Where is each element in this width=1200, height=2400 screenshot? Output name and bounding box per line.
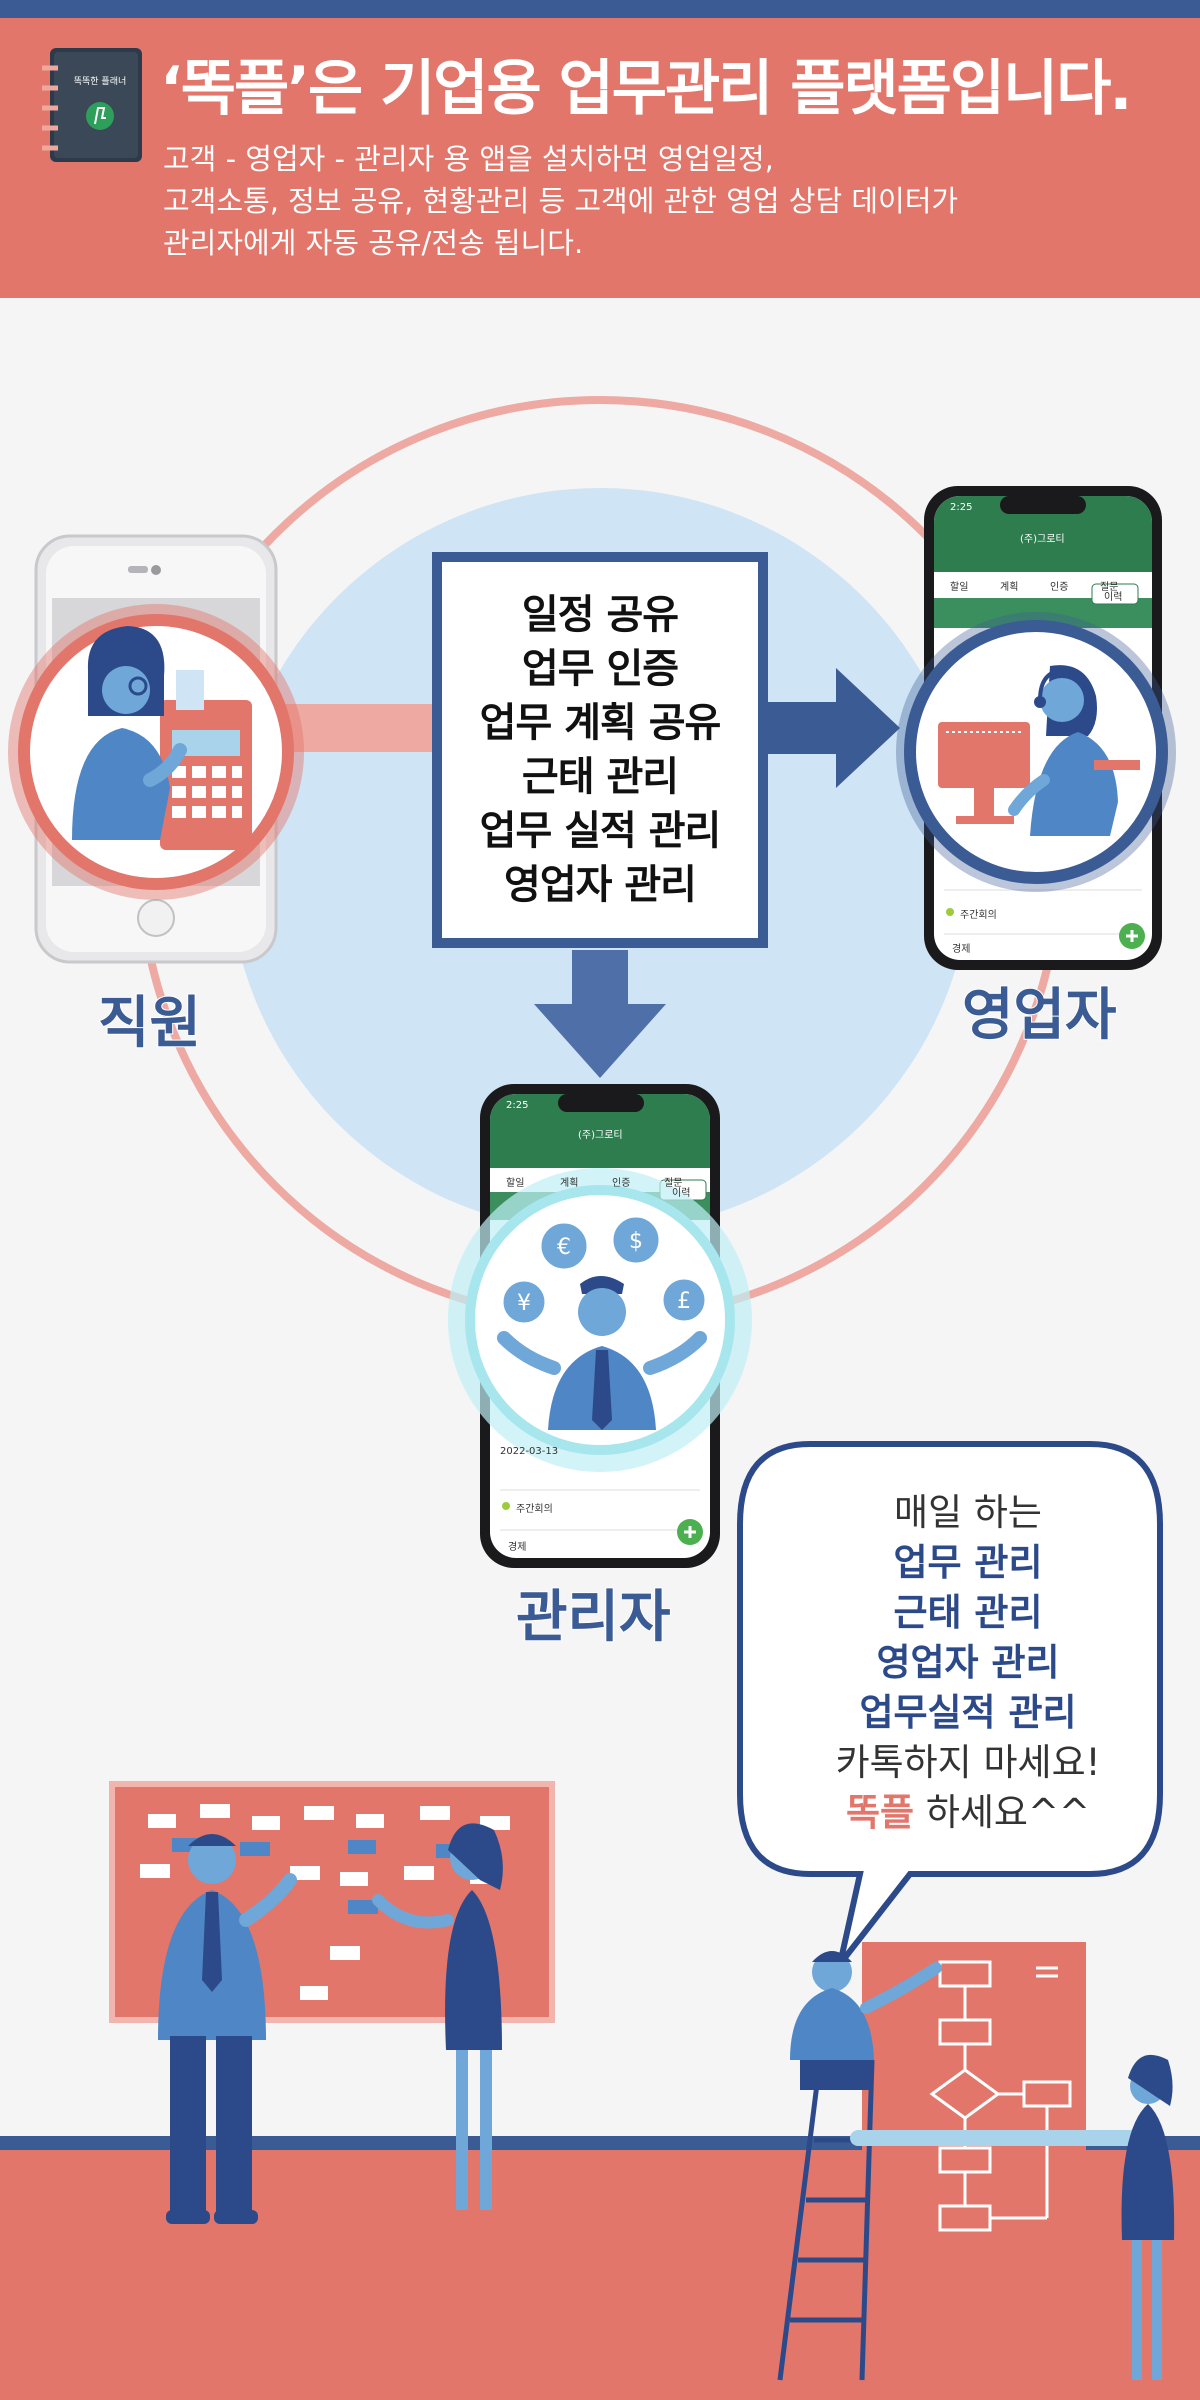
- arrow-down-icon: [534, 950, 666, 1078]
- sales-phone-tab-plan[interactable]: 계획: [1000, 582, 1019, 593]
- feature-item: 영업자 관리: [504, 862, 697, 908]
- flowchart-board-scene: [777, 1942, 1175, 2381]
- brand-name: 똑플: [846, 1791, 915, 1834]
- admin-phone-tab-todo[interactable]: 할일: [506, 1178, 525, 1189]
- svg-text:£: £: [677, 1289, 691, 1314]
- svg-text:똑똑한 플래너: 똑똑한 플래너: [74, 76, 127, 87]
- admin-avatar: € $ ¥ £: [448, 1168, 752, 1472]
- feature-item: 업무 실적 관리: [479, 808, 722, 854]
- feature-item: 근태 관리: [521, 754, 679, 800]
- role-label-sales: 영업자: [961, 982, 1118, 1049]
- sales-avatar: [896, 612, 1176, 892]
- top-accent-bar: [0, 0, 1200, 18]
- planning-board-scene: [109, 1781, 555, 2224]
- bubble-line-brand: 똑플 하세요^^: [846, 1788, 1090, 1838]
- admin-phone-history-button[interactable]: 이력: [672, 1188, 691, 1199]
- feature-item: 업무 인증: [521, 646, 679, 692]
- planner-logo-icon: 똑똑한 플래너: [41, 48, 142, 162]
- header-description: 고객 - 영업자 - 관리자 용 앱을 설치하면 영업일정, 고객소통, 정보 …: [163, 138, 1153, 264]
- svg-text:€: €: [557, 1235, 571, 1260]
- admin-phone-company: (주)그로티: [578, 1130, 623, 1141]
- arrow-right-icon: [768, 668, 900, 788]
- admin-phone-tab-auth[interactable]: 인증: [612, 1178, 631, 1189]
- sales-phone-time: 2:25: [950, 502, 973, 513]
- feature-item: 업무 계획 공유: [479, 700, 722, 746]
- svg-text:$: $: [629, 1229, 643, 1254]
- sales-phone-footer: 경제: [952, 944, 971, 955]
- description-line: 관리자에게 자동 공유/전송 됩니다.: [163, 226, 584, 260]
- role-label-admin: 관리자: [515, 1584, 672, 1651]
- bubble-line: 영업자 관리: [876, 1641, 1060, 1684]
- admin-phone-footer: 경제: [508, 1542, 527, 1553]
- bubble-line: 업무 관리: [893, 1541, 1043, 1584]
- sales-phone-tab-auth[interactable]: 인증: [1050, 582, 1069, 593]
- sales-phone-history-button[interactable]: 이력: [1104, 592, 1123, 603]
- page-title: ‘똑플’은 기업용 업무관리 플랫폼입니다.: [160, 54, 1132, 124]
- admin-phone-meeting: 주간회의: [516, 1504, 553, 1515]
- sales-phone-tab-todo[interactable]: 할일: [950, 582, 969, 593]
- sales-phone-meeting: 주간회의: [960, 910, 997, 921]
- speech-bubble: 매일 하는 업무 관리 근태 관리 영업자 관리 업무실적 관리 카톡하지 마세…: [784, 1448, 1152, 1878]
- sales-phone-tab-question[interactable]: 질문: [1100, 582, 1119, 593]
- bubble-line: 카톡하지 마세요!: [835, 1741, 1101, 1784]
- header-banner: 똑똑한 플래너 ‘똑플’은 기업용 업무관리 플랫폼입니다. 고객 - 영업자 …: [0, 18, 1200, 298]
- svg-text:¥: ¥: [517, 1291, 531, 1316]
- bubble-line: 매일 하는: [894, 1491, 1042, 1534]
- feature-item: 일정 공유: [521, 592, 679, 638]
- admin-phone-time: 2:25: [506, 1100, 529, 1111]
- role-label-staff: 직원: [97, 990, 202, 1057]
- sales-phone-company: (주)그로티: [1020, 534, 1065, 545]
- bubble-line-rest: 하세요^^: [914, 1791, 1090, 1834]
- admin-phone-tab-plan[interactable]: 계획: [560, 1178, 579, 1189]
- admin-phone-tab-question[interactable]: 질문: [664, 1178, 683, 1189]
- bubble-line: 업무실적 관리: [859, 1691, 1077, 1734]
- feature-list-box: 일정 공유 업무 인증 업무 계획 공유 근태 관리 업무 실적 관리 영업자 …: [432, 552, 768, 948]
- description-line: 고객소통, 정보 공유, 현황관리 등 고객에 관한 영업 상담 데이터가: [163, 184, 959, 218]
- bubble-line: 근태 관리: [893, 1591, 1043, 1634]
- description-line: 고객 - 영업자 - 관리자 용 앱을 설치하면 영업일정,: [163, 142, 774, 176]
- admin-phone-date: 2022-03-13: [500, 1446, 559, 1457]
- staff-avatar: [8, 604, 304, 900]
